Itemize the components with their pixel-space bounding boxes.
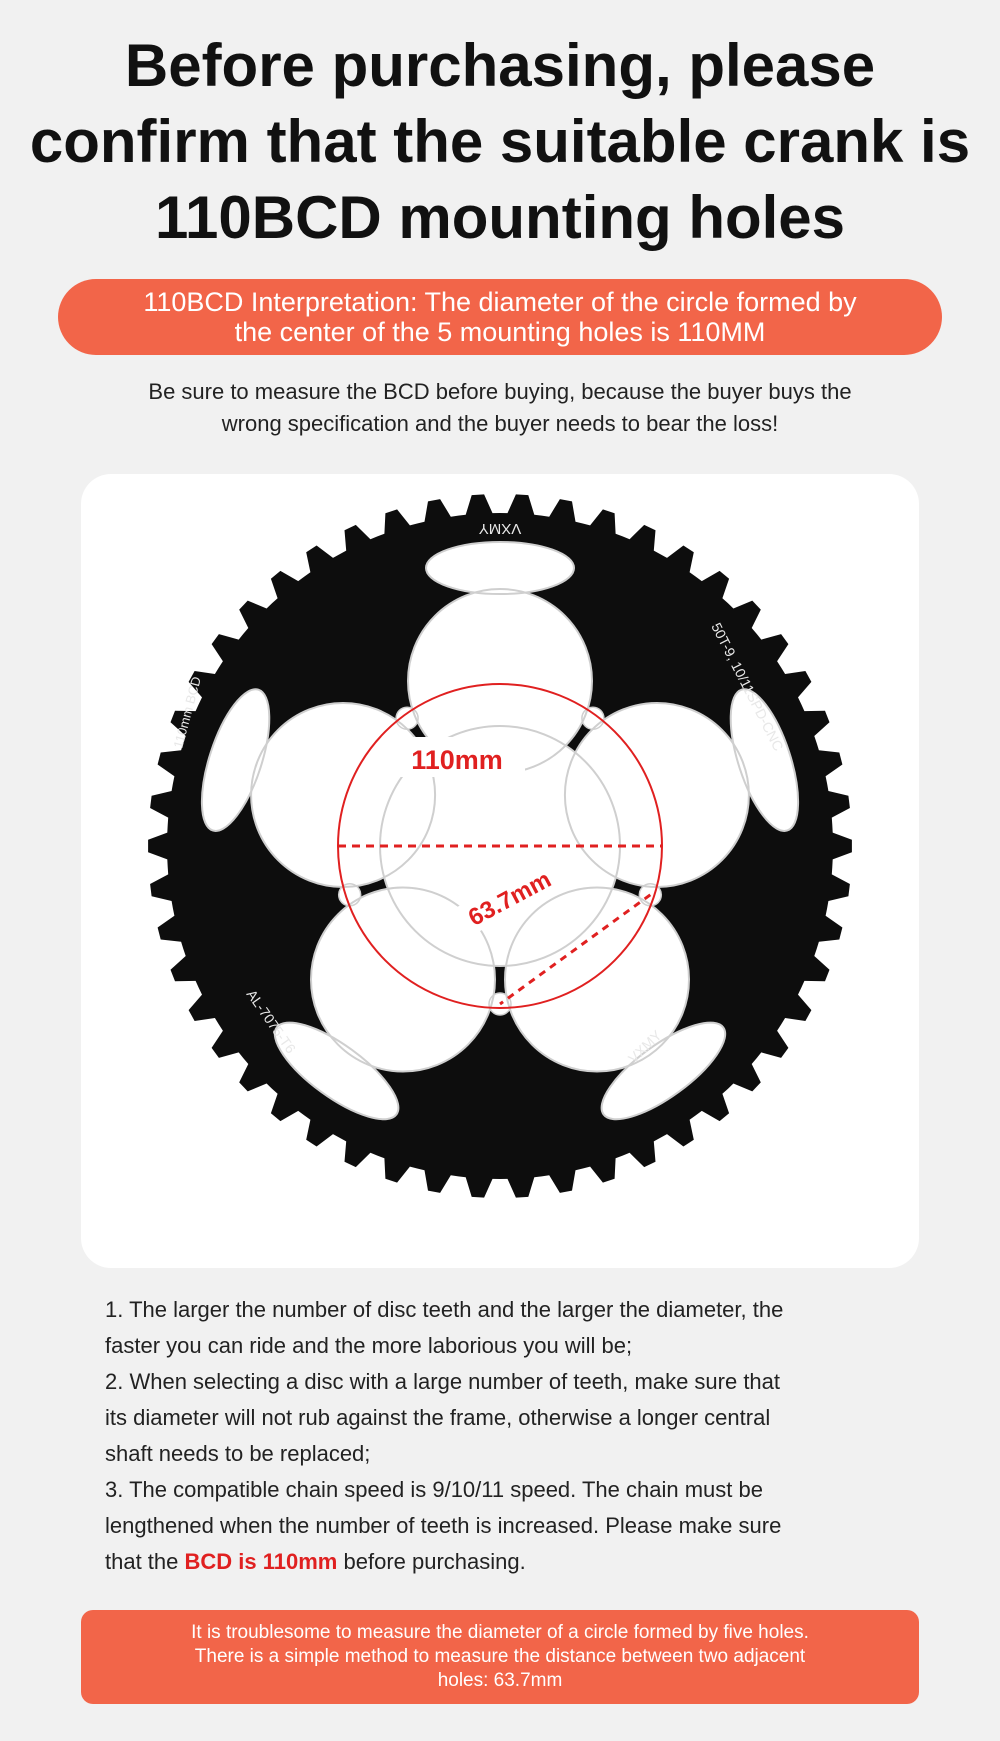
lobe-cutout-rim-1: [504, 886, 690, 1073]
tip-line-2: There is a simple method to measure the …: [194, 1646, 806, 1667]
lobe-cutout-rim-2: [310, 886, 496, 1073]
bolt-hole-rim-2: [488, 992, 512, 1016]
bcd-interpretation-banner: 110BCD Interpretation: The diameter of t…: [58, 279, 942, 355]
title-line-3: 110BCD mounting holes: [154, 184, 846, 251]
measurement-tip-banner: It is troublesome to measure the diamete…: [81, 1610, 919, 1704]
title-line-1: Before purchasing, please: [124, 32, 876, 99]
diameter-label-group: 110mm: [389, 737, 525, 777]
measure-warning: Be sure to measure the BCD before buying…: [0, 376, 1000, 440]
interpretation-line-2: the center of the 5 mounting holes is 11…: [234, 317, 766, 347]
note-2-line-3: shaft needs to be replaced;: [105, 1441, 371, 1466]
tip-line-3: holes: 63.7mm: [437, 1670, 563, 1691]
note-3-prefix: that the: [105, 1549, 179, 1574]
warning-line-2: wrong specification and the buyer needs …: [221, 411, 779, 436]
note-3-line-1: 3. The compatible chain speed is 9/10/11…: [105, 1477, 763, 1502]
rim-slot-outline-1: [600, 1021, 727, 1121]
notes-list: 1. The larger the number of disc teeth a…: [105, 1292, 905, 1580]
note-2-line-2: its diameter will not rub against the fr…: [105, 1405, 771, 1430]
note-3-line-2: lengthened when the number of teeth is i…: [105, 1513, 782, 1538]
note-3-line-3: that the BCD is 110mm before purchasing.: [105, 1544, 905, 1580]
hole-distance-label-bg: [455, 858, 563, 937]
note-1-line-1: 1. The larger the number of disc teeth a…: [105, 1297, 784, 1322]
engraving-brand-top: VXMY: [479, 520, 522, 537]
diameter-label-bg: [389, 737, 525, 777]
note-1-line-2: faster you can ride and the more laborio…: [105, 1333, 633, 1358]
rim-slot-outline-4: [425, 541, 575, 595]
chainring-diagram: 110mm 63.7mm VXMY 50T-9, 10/11SPD-CNC 11…: [81, 474, 919, 1268]
rim-slot-outline-5: [729, 688, 800, 832]
warning-line-1: Be sure to measure the BCD before buying…: [148, 379, 852, 404]
note-3-suffix: before purchasing.: [343, 1549, 526, 1574]
rim-slot-outline-2: [273, 1021, 400, 1121]
rim-slot-outline-3: [200, 688, 271, 832]
chainring-shape: [81, 474, 919, 1268]
interpretation-line-1: 110BCD Interpretation: The diameter of t…: [143, 287, 857, 317]
bolt-hole-rim-5: [581, 706, 605, 730]
title-line-2: confirm that the suitable crank is: [29, 108, 971, 175]
diameter-label: 110mm: [411, 745, 503, 775]
note-2-line-1: 2. When selecting a disc with a large nu…: [105, 1369, 781, 1394]
tip-line-1: It is troublesome to measure the diamete…: [191, 1622, 809, 1643]
hole-distance-line: [499, 893, 652, 1006]
bolt-hole-rim-4: [395, 706, 419, 730]
page-title: Before purchasing, please confirm that t…: [0, 28, 1000, 256]
chainring-diagram-card: 110mm 63.7mm VXMY 50T-9, 10/11SPD-CNC 11…: [81, 474, 919, 1268]
bcd-highlight: BCD is 110mm: [184, 1549, 338, 1574]
